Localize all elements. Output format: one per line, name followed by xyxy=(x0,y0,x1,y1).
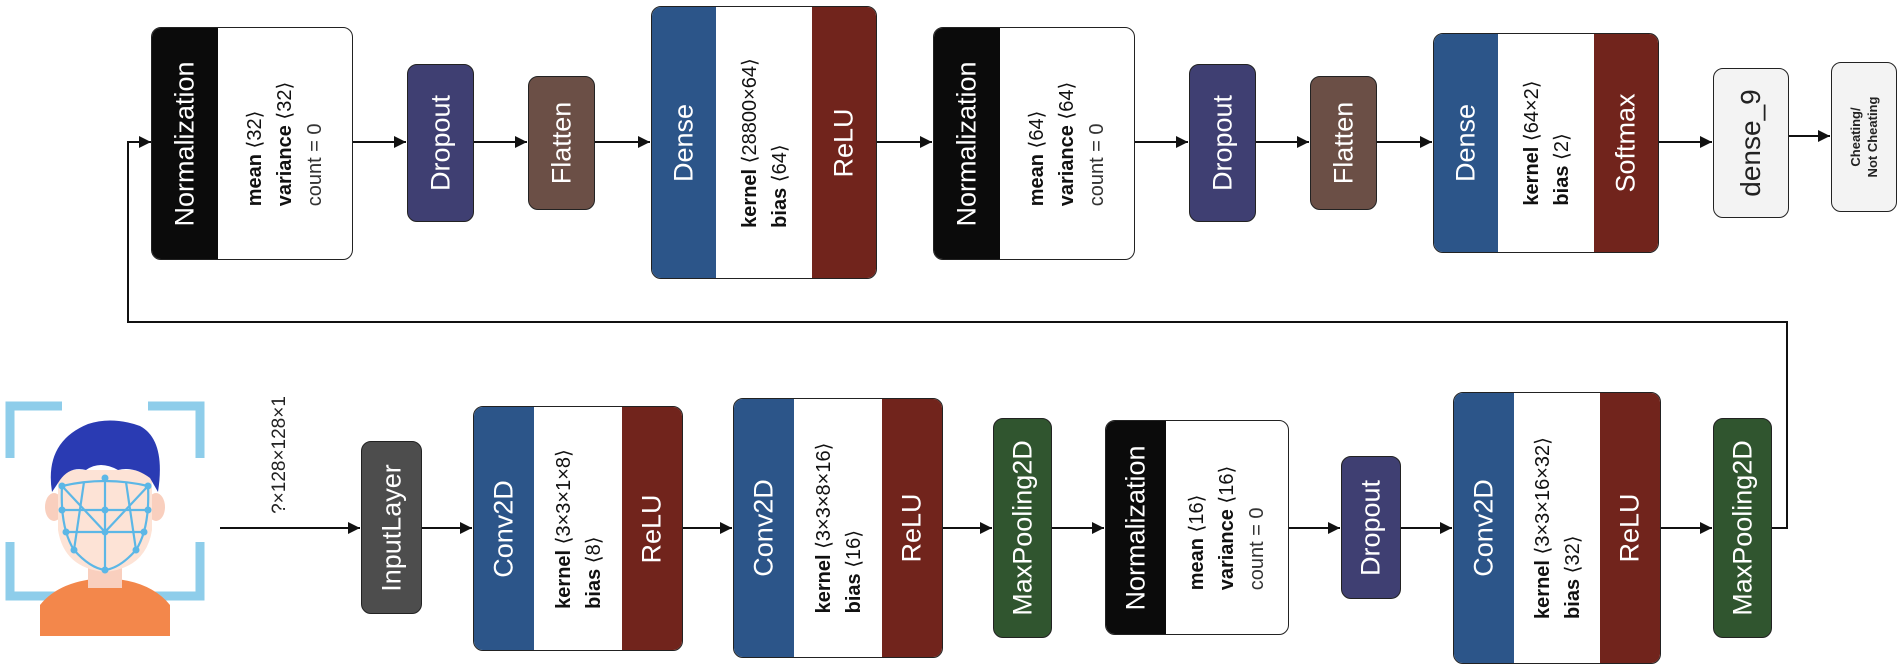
conv2d-label-strip: Conv2D xyxy=(1454,393,1514,663)
input-layer-block: InputLayer xyxy=(361,441,422,614)
dense-params: kernel ⟨28800×64⟩ bias ⟨64⟩ xyxy=(739,57,791,228)
dense-label-strip: Dense xyxy=(652,7,716,278)
conv2d-activation-strip: ReLU xyxy=(622,407,682,650)
dense-block-2: Dense kernel ⟨64×2⟩ bias ⟨2⟩ Softmax xyxy=(1433,33,1659,253)
dense-block-1: Dense kernel ⟨28800×64⟩ bias ⟨64⟩ ReLU xyxy=(651,6,877,279)
dense-label-strip: Dense xyxy=(1434,34,1498,252)
maxpooling-block-1: MaxPooling2D xyxy=(993,418,1052,638)
conv2d-activation-strip: ReLU xyxy=(882,399,942,657)
normalization-params: mean ⟨32⟩ variance ⟨32⟩ count = 0 xyxy=(244,81,326,206)
shirt xyxy=(40,578,170,636)
conv2d-params: kernel ⟨3×3×1×8⟩ bias ⟨8⟩ xyxy=(553,448,605,609)
arrow-pool2-norm1 xyxy=(127,136,1788,529)
normalization-params: mean ⟨64⟩ variance ⟨64⟩ count = 0 xyxy=(1026,81,1108,206)
dense-activation-strip: Softmax xyxy=(1594,34,1658,252)
result-block: Cheating/ Not Cheating xyxy=(1831,62,1897,212)
face-illustration xyxy=(5,401,205,636)
conv2d-label-strip: Conv2D xyxy=(734,399,794,657)
frame-corners xyxy=(5,401,205,601)
normalization-block-3: Normalization mean ⟨16⟩ variance ⟨16⟩ co… xyxy=(1105,420,1289,635)
input-shape-label: ?×128×128×1 xyxy=(269,396,290,514)
conv2d-block-1: Conv2D kernel ⟨3×3×1×8⟩ bias ⟨8⟩ ReLU xyxy=(473,406,683,651)
output-block: dense_9 xyxy=(1713,68,1789,218)
dropout-block-1: Dropout xyxy=(407,64,474,222)
flatten-block-2: Flatten xyxy=(1310,76,1377,210)
normalization-block-2: Normalization mean ⟨64⟩ variance ⟨64⟩ co… xyxy=(933,27,1135,260)
conv2d-block-3: Conv2D kernel ⟨3×3×16×32⟩ bias ⟨32⟩ ReLU xyxy=(1453,392,1661,664)
dense-params: kernel ⟨64×2⟩ bias ⟨2⟩ xyxy=(1521,80,1573,206)
normalization-label-strip: Normalization xyxy=(934,28,1000,259)
conv2d-params: kernel ⟨3×3×16×32⟩ bias ⟨32⟩ xyxy=(1532,437,1584,619)
normalization-label-strip: Normalization xyxy=(152,28,218,259)
dropout-block-2: Dropout xyxy=(1189,64,1256,222)
normalization-params: mean ⟨16⟩ variance ⟨16⟩ count = 0 xyxy=(1186,465,1268,590)
dropout-block-3: Dropout xyxy=(1341,456,1401,599)
maxpooling-block-2: MaxPooling2D xyxy=(1713,418,1772,638)
conv2d-label-strip: Conv2D xyxy=(474,407,534,650)
conv2d-activation-strip: ReLU xyxy=(1600,393,1660,663)
hair xyxy=(50,420,160,492)
normalization-block-1: Normalization mean ⟨32⟩ variance ⟨32⟩ co… xyxy=(151,27,353,260)
conv2d-params: kernel ⟨3×3×8×16⟩ bias ⟨16⟩ xyxy=(813,442,865,614)
flatten-block-1: Flatten xyxy=(528,76,595,210)
normalization-label-strip: Normalization xyxy=(1106,421,1166,634)
dense-activation-strip: ReLU xyxy=(812,7,876,278)
conv2d-block-2: Conv2D kernel ⟨3×3×8×16⟩ bias ⟨16⟩ ReLU xyxy=(733,398,943,658)
